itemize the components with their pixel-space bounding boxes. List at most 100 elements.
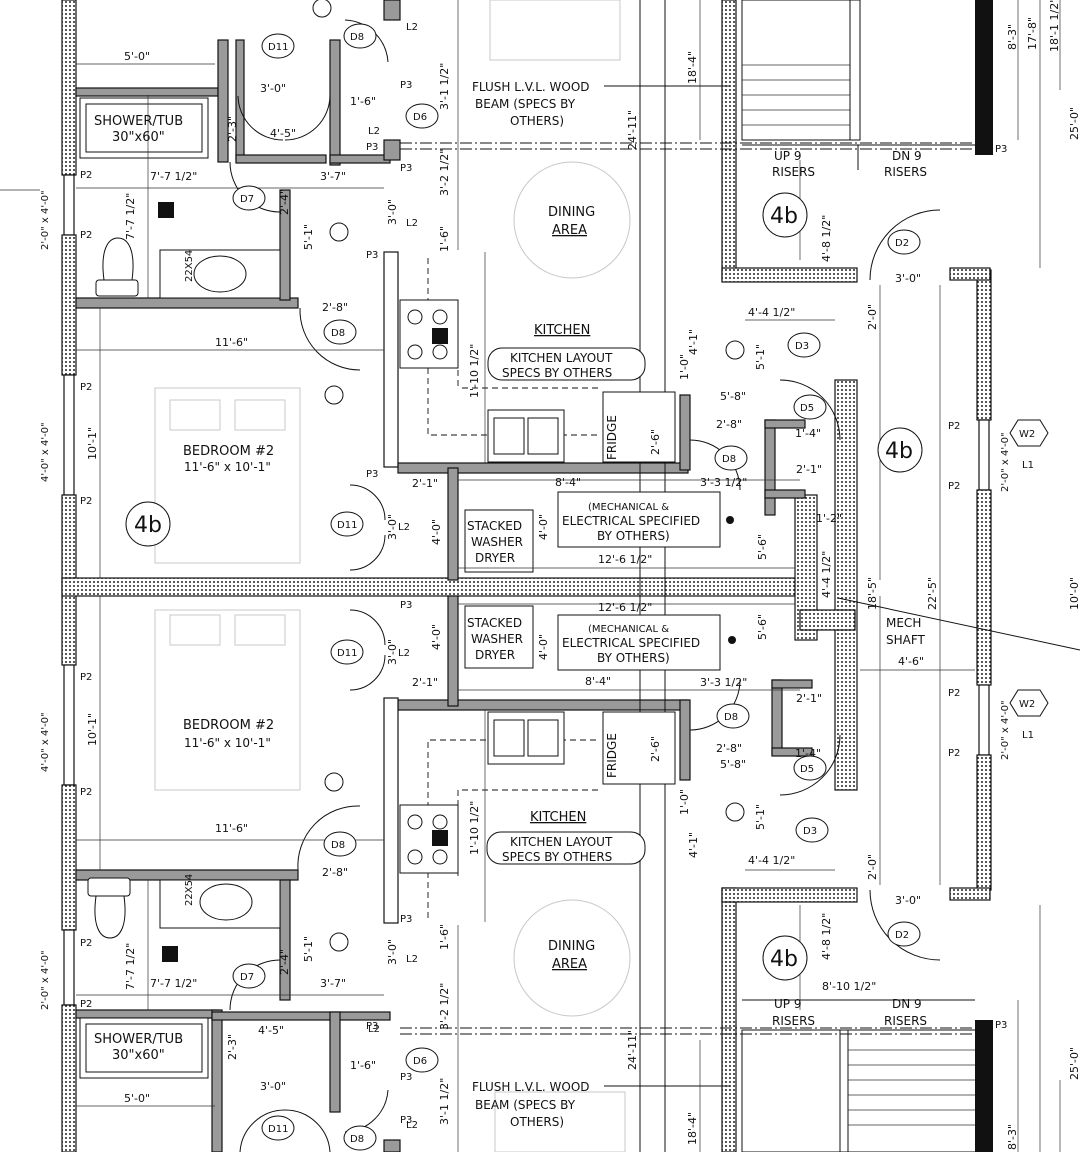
window-size: 2'-0" x 4'-0" bbox=[1000, 700, 1011, 760]
dimension-label: 3'-3 1/2" bbox=[700, 476, 747, 489]
stacked-bottom-3: DRYER bbox=[475, 648, 515, 662]
mech-top-1: (MECHANICAL & bbox=[588, 502, 669, 513]
dimension-label: 2'-1" bbox=[412, 477, 438, 490]
dimension-label: 5'-1" bbox=[302, 936, 315, 962]
range-bottom bbox=[399, 804, 459, 874]
dimension-label: 17'-8" bbox=[1026, 17, 1039, 50]
window-size: 4'-0" x 4'-0" bbox=[40, 422, 51, 482]
dimension-label: 10'-1" bbox=[86, 427, 99, 460]
wall-tag: L2 bbox=[406, 954, 418, 965]
dimension-label: 3'-0" bbox=[895, 272, 921, 285]
dining-top-1: DINING bbox=[548, 205, 595, 220]
exterior-wall-right bbox=[949, 0, 993, 1152]
window-size: 2'-0" x 4'-0" bbox=[1000, 432, 1011, 492]
room-labels: SHOWER/TUB 30"x60" SHOWER/TUB 30"x60" 22… bbox=[94, 80, 927, 1129]
dimension-label: 2'-8" bbox=[716, 418, 742, 431]
kitchen-title-bottom: KITCHEN bbox=[530, 810, 586, 825]
dimension-label: 1'-6" bbox=[438, 226, 451, 252]
dimension-label: 11'-6" bbox=[215, 822, 248, 835]
door-tag: D8 bbox=[724, 712, 738, 723]
dimension-label: 2'-3" bbox=[226, 116, 239, 142]
dimension-label: 2'-1" bbox=[796, 692, 822, 705]
toilet-bottom bbox=[87, 877, 131, 939]
range-top bbox=[399, 299, 459, 369]
kitchen-title-top: KITCHEN bbox=[534, 323, 590, 338]
stacked-bottom-2: WASHER bbox=[471, 632, 523, 646]
dn-risers-top-2: RISERS bbox=[884, 165, 927, 179]
wall-tag: L2 bbox=[406, 218, 418, 229]
dimension-label: 2'-1" bbox=[796, 463, 822, 476]
dimension-label: 2'-6" bbox=[649, 736, 662, 762]
washer-boxes bbox=[464, 491, 736, 671]
dimension-label: 1'-4" bbox=[795, 747, 821, 760]
dimension-label: 1'-6" bbox=[350, 95, 376, 108]
stacked-top-3: DRYER bbox=[475, 551, 515, 565]
tub-top bbox=[79, 97, 209, 159]
dimension-label: 8'-10 1/2" bbox=[822, 980, 876, 993]
dimension-label: 4'-4 1/2" bbox=[748, 306, 795, 319]
sink-top bbox=[487, 409, 565, 463]
light-symbols bbox=[158, 0, 745, 962]
dimension-label: 24'-11" bbox=[626, 1030, 639, 1070]
dimension-label: 3'-0" bbox=[260, 82, 286, 95]
dimension-label: 2'-8" bbox=[322, 301, 348, 314]
dimension-label: 3'-0" bbox=[386, 514, 399, 540]
dining-bottom-1: DINING bbox=[548, 939, 595, 954]
stair-top bbox=[721, 0, 975, 283]
door-tag: D3 bbox=[795, 341, 809, 352]
dimension-label: 7'-7 1/2" bbox=[150, 977, 197, 990]
dimension-label: 3'-7" bbox=[320, 170, 346, 183]
dimension-label: 2'-8" bbox=[716, 742, 742, 755]
dimension-label: 2'-4" bbox=[278, 949, 291, 975]
door-tag: D2 bbox=[895, 238, 909, 249]
wall-tag: P3 bbox=[400, 1072, 412, 1083]
window-size: 4'-0" x 4'-0" bbox=[40, 712, 51, 772]
dn-risers-bottom-2: RISERS bbox=[884, 1014, 927, 1028]
dimension-label: 4'-1" bbox=[687, 832, 700, 858]
wall-tag: L2 bbox=[406, 22, 418, 33]
ghost-furniture bbox=[154, 0, 631, 1152]
wall-tag: P3 bbox=[366, 142, 378, 153]
dimension-label: 3'-3 1/2" bbox=[700, 676, 747, 689]
door-tag: D6 bbox=[413, 1056, 427, 1067]
beam-note-top-1: FLUSH L.V.L. WOOD bbox=[472, 80, 590, 94]
door-tag-circles bbox=[232, 23, 921, 1151]
stacked-bottom-1: STACKED bbox=[467, 616, 522, 630]
wall-tag: L2 bbox=[406, 1120, 418, 1131]
wall-tag: P2 bbox=[948, 748, 960, 759]
window-tag: L1 bbox=[1022, 730, 1034, 741]
stacked-top-1: STACKED bbox=[467, 519, 522, 533]
mech-bottom-3: BY OTHERS) bbox=[597, 651, 670, 665]
dimension-label: 3'-1 1/2" bbox=[438, 1078, 451, 1125]
door-tag: D2 bbox=[895, 930, 909, 941]
toilet-top bbox=[95, 237, 139, 297]
door-tag: D5 bbox=[800, 403, 814, 414]
door-tag: D5 bbox=[800, 764, 814, 775]
dimension-label: 8'-3" bbox=[1006, 24, 1019, 50]
wall-tag: P2 bbox=[80, 999, 92, 1010]
dimension-label: 1'-2" bbox=[816, 512, 842, 525]
dimension-label: 1'-6" bbox=[438, 924, 451, 950]
door-tag: D8 bbox=[722, 454, 736, 465]
mech-bottom-2: ELECTRICAL SPECIFIED bbox=[562, 636, 700, 650]
mech-top-3: BY OTHERS) bbox=[597, 529, 670, 543]
wall-tag: P2 bbox=[80, 382, 92, 393]
beam-lines bbox=[400, 0, 975, 1152]
dimension-label: 5'-6" bbox=[756, 614, 769, 640]
dimension-label: 5'-0" bbox=[124, 50, 150, 63]
dimension-label: 4'-4 1/2" bbox=[820, 551, 833, 598]
dimension-label: 8'-4" bbox=[555, 476, 581, 489]
dimension-label: 4'-8 1/2" bbox=[820, 913, 833, 960]
section-4b-stair-top: 4b bbox=[770, 204, 798, 229]
dimension-label: 8'-3" bbox=[1006, 1124, 1019, 1150]
dimension-label: 2'-0" bbox=[866, 304, 879, 330]
dimension-label: 3'-2 1/2" bbox=[438, 983, 451, 1030]
sink-bottom bbox=[487, 711, 565, 765]
dimension-label: 10'-1" bbox=[86, 713, 99, 746]
door-tag: D11 bbox=[268, 1124, 288, 1135]
bedroom-size-top: 11'-6" x 10'-1" bbox=[184, 460, 271, 474]
beam-note-bottom-1: FLUSH L.V.L. WOOD bbox=[472, 1080, 590, 1094]
dimension-label: 4'-8 1/2" bbox=[820, 215, 833, 262]
wall-tag: P3 bbox=[366, 469, 378, 480]
